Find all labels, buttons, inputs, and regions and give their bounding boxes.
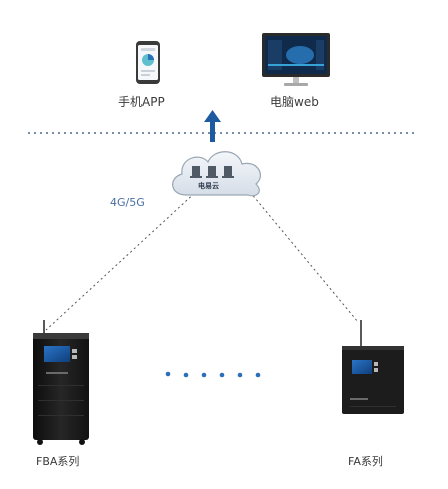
mobile-app-label: 手机APP: [118, 95, 165, 109]
desktop-monitor-icon: [262, 33, 330, 86]
link-right: [249, 191, 359, 323]
arrow-up-icon: [204, 110, 221, 142]
more-devices-dots: [165, 371, 261, 378]
ups-tower-icon: [33, 320, 89, 445]
cloud-label: 电易云: [198, 182, 219, 190]
fba-series-label: FBA系列: [36, 455, 80, 468]
wall-mount-inverter-icon: [342, 320, 404, 414]
smartphone-icon: [136, 41, 160, 84]
fa-series-label: FA系列: [348, 455, 383, 468]
network-label: 4G/5G: [110, 196, 145, 209]
cloud-server-icon: [172, 151, 261, 197]
computer-web-label: 电脑web: [270, 95, 319, 109]
link-left: [45, 189, 199, 331]
